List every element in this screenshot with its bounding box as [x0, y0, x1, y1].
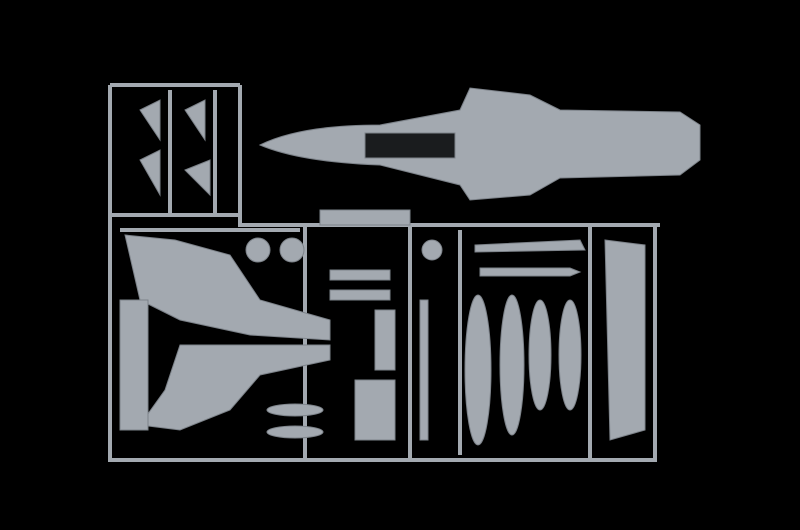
wing-left-top [124, 234, 331, 341]
small-part [354, 379, 396, 441]
small-part [319, 209, 411, 226]
fuel-tank [528, 299, 552, 411]
wing-left-bottom [139, 344, 331, 431]
small-fin [184, 99, 206, 142]
wheel-part [421, 239, 443, 261]
wheel-part [279, 237, 305, 263]
panel-part [119, 299, 149, 431]
fuel-tank [499, 294, 525, 436]
small-fin [184, 159, 211, 197]
sprue-frame [108, 83, 660, 462]
small-part [374, 309, 396, 371]
small-part [329, 289, 391, 301]
wheel-part [245, 237, 271, 263]
fuel-tank [464, 294, 492, 446]
pod-part [266, 425, 324, 439]
pod-part [266, 403, 324, 417]
tailfin-part [604, 239, 646, 441]
missile-part [474, 239, 586, 253]
small-part [419, 299, 429, 441]
small-part [329, 269, 391, 281]
canopy-opening [364, 132, 456, 159]
small-fin [139, 99, 161, 142]
small-fin [139, 149, 161, 197]
fuselage-part [258, 87, 701, 201]
aircraft-parts [119, 87, 701, 446]
missile-part [479, 267, 582, 277]
fuel-tank [558, 299, 582, 411]
